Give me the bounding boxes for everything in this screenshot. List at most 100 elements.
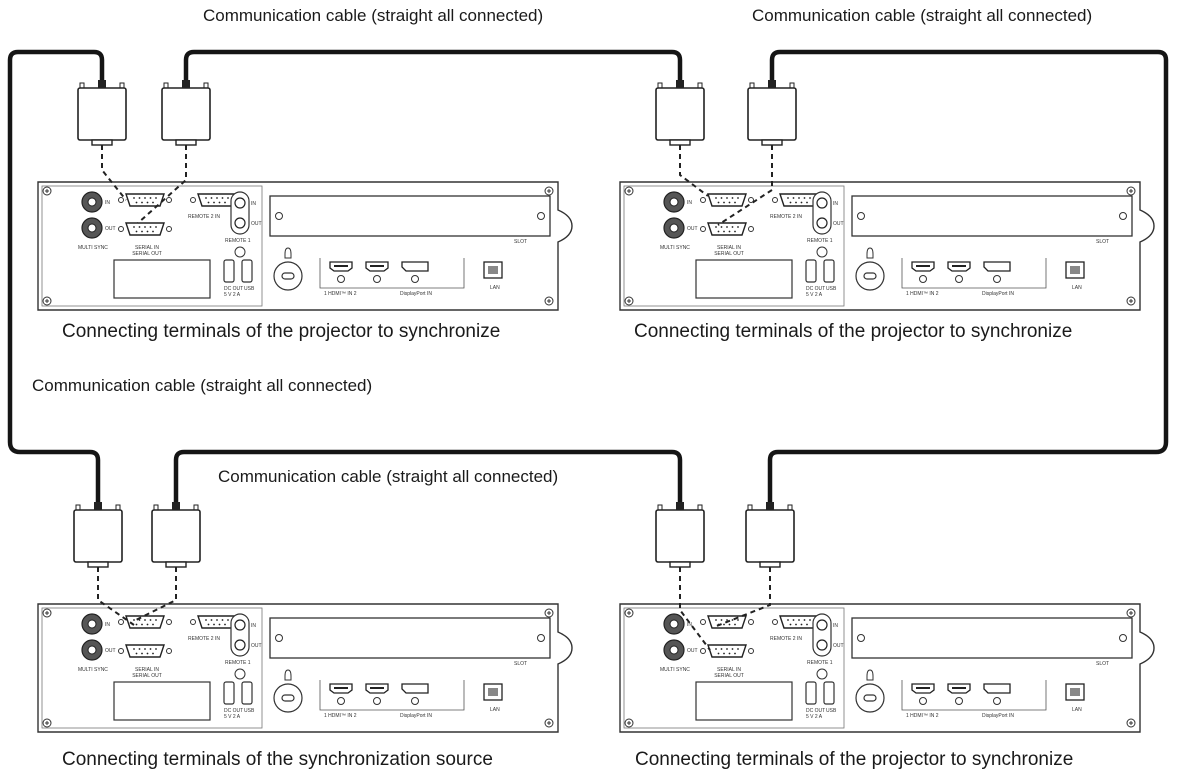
label-serial-in: SERIAL IN [135,667,159,673]
ground-screw [234,246,246,258]
label-displayport-in: DisplayPort IN [982,713,1014,719]
pin [731,197,734,199]
port-screw-3 [411,697,419,705]
port-screw [700,197,706,203]
port-shell [707,644,747,658]
label-displayport-in: DisplayPort IN [400,713,432,719]
label-serial-in: SERIAL IN [717,245,741,251]
pin [216,197,218,199]
cable-boot [172,502,180,512]
pin [737,648,739,650]
screw-cross [1129,721,1133,725]
padlock-icon [284,247,292,259]
pin [720,648,723,650]
pin [133,197,135,199]
remote1-out-jack [234,639,246,651]
label-multisync: MULTI SYNC [660,245,690,251]
pin [224,201,226,204]
label-hdmi-in: 1 HDMI™ IN 2 [906,291,939,297]
pin [737,197,739,199]
usb-port [823,681,835,705]
usb-port [241,259,253,283]
connector-plug-7 [655,502,705,568]
pin [734,201,736,204]
cable-boot [676,80,684,90]
bnc-core [669,645,679,655]
pin [803,197,806,199]
label-multisync: MULTI SYNC [78,667,108,673]
bnc-core [87,619,97,629]
port-screw [748,648,754,654]
label-in: IN [105,622,110,628]
screw-cross [45,189,49,193]
slot-cover [269,617,551,659]
plug-body [77,87,127,141]
input-bracket [901,258,1047,289]
screw-cross [627,299,631,303]
port-screw-3 [411,275,419,283]
panel-inner-frame [41,185,263,307]
pin [723,623,725,626]
label-remote-in: IN [251,201,256,207]
label-multisync: MULTI SYNC [78,245,108,251]
label-dc-out: DC OUT [224,286,243,292]
pin [731,648,734,650]
pin [216,619,218,621]
label-usb: USB [244,708,255,714]
pin [734,230,736,233]
pin [149,197,152,199]
pin [152,652,154,655]
usb-port [241,681,253,705]
label-in: IN [687,200,692,206]
displayport-port [401,261,429,272]
port-shell [125,193,165,207]
pin [146,623,149,626]
remote1-out-jack [816,639,828,651]
label-slot: SLOT [514,661,527,667]
pin [207,623,210,626]
label-remote2-in: REMOTE 2 IN [188,636,220,642]
label-serial-in: SERIAL IN [717,667,741,673]
pin [800,623,803,626]
pin [213,201,215,204]
pin [144,648,146,650]
pin [146,230,149,233]
plug-tip [669,561,691,568]
bnc-core [669,619,679,629]
pin [133,619,135,621]
label-dc-rating: 5 V 2 A [224,714,241,720]
dashed-link-4 [717,145,773,226]
label-remote2-in: REMOTE 2 IN [188,214,220,220]
pin [800,201,803,204]
input-bracket [319,258,465,289]
pin [809,197,811,199]
communication-cable-3 [767,49,1169,513]
pin [144,197,146,199]
caption-projector-bottom-right: Connecting terminals of the projector to… [635,749,1074,770]
port-shell [707,222,747,236]
lan-jack [1070,266,1080,274]
hdmi-1-port [329,683,353,694]
hdmi-2-port [365,683,389,694]
pin [152,230,154,233]
label-plate [695,259,793,299]
pin [728,623,731,626]
remote1-in-jack [234,619,246,631]
pin [734,623,736,626]
port-screw [166,619,172,625]
label-out: OUT [687,226,698,232]
label-serial-out: SERIAL OUT [132,251,162,257]
port-screw [166,197,172,203]
cable-boot [766,502,774,512]
label-out: OUT [687,648,698,654]
label-in: IN [687,622,692,628]
pin [728,652,731,655]
port-shell [779,193,819,207]
pin [787,197,789,199]
pin [149,619,152,621]
pin [798,619,800,621]
label-remote-out: OUT [833,221,844,227]
hdmi-1-port [329,261,353,272]
dc-out-port [805,259,817,283]
